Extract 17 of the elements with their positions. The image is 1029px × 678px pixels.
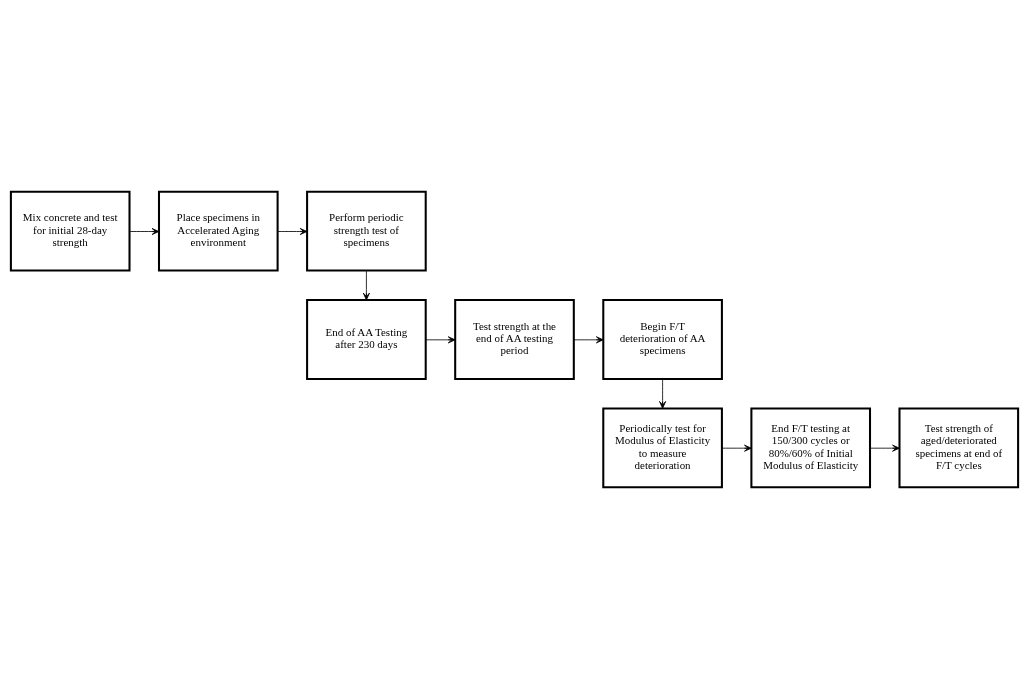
node-box: Mix concrete and test for initial 28-day strength [9,190,131,272]
arrow [129,227,160,235]
node-box: Perform periodic strength test of specimens [306,190,427,272]
arrow [277,227,308,235]
node-box: End F/T testing at 150/300 cycles or 80%/60% of Initial Modulus of Elasticity [750,406,872,488]
node-box: Test strength at the end of AA testing period [454,298,575,380]
arrow [362,269,370,300]
node-box: Periodically test for Modulus of Elasticity to measure deterioration [602,406,723,488]
node-box: End of AA Testing after 230 days [306,298,427,380]
arrow [425,335,456,343]
arrow [573,335,604,343]
node-box: Test strength of aged/deteriorated specimens at end of F/T cycles [898,406,1020,488]
arrow [869,444,900,452]
arrow [659,378,667,409]
node-box: Place specimens in Accelerated Aging environment [157,190,279,272]
arrow [721,444,752,452]
node-box: Begin F/T deterioration of AA specimens [602,298,723,380]
